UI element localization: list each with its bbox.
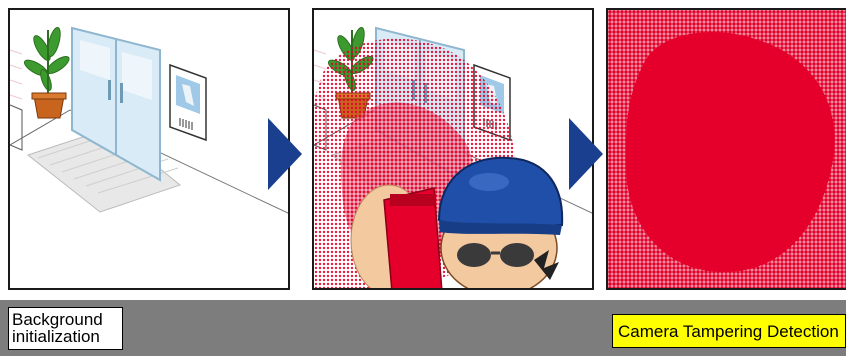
background-initialization-label: Background initialization — [8, 307, 123, 350]
office-doorway-scene-icon — [10, 10, 290, 290]
camera-tampering-detection-label: Camera Tampering Detection — [612, 314, 846, 348]
person-covering-camera-icon — [314, 10, 594, 290]
right-triangle-arrow-icon — [569, 118, 603, 190]
tampered-view-panel — [606, 8, 846, 290]
red-obstruction-icon — [608, 10, 846, 290]
tampering-in-progress-panel — [312, 8, 594, 290]
background-scene-panel — [8, 8, 290, 290]
right-triangle-arrow-icon — [268, 118, 302, 190]
